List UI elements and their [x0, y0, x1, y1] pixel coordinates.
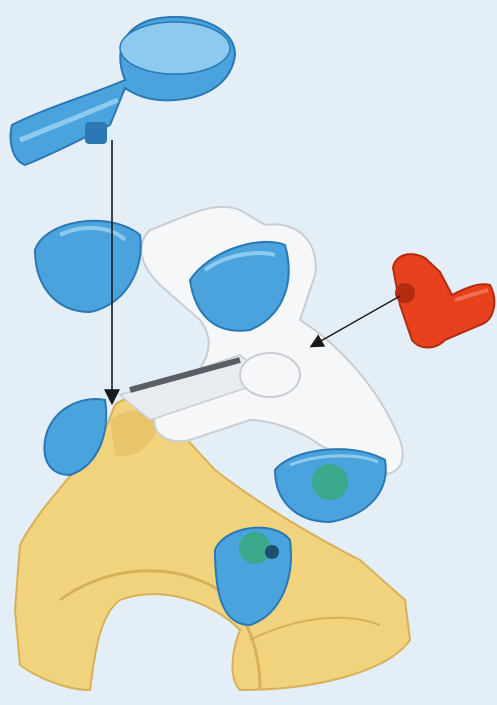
assembly-diagram	[0, 0, 497, 705]
diagram-canvas	[0, 0, 497, 705]
